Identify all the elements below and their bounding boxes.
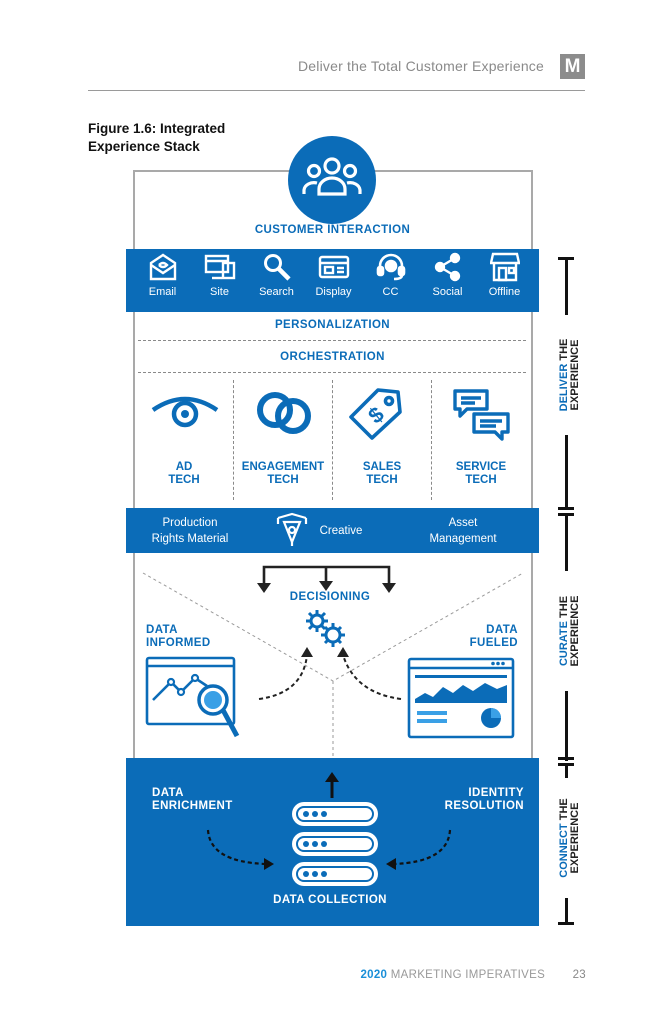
curate-side-label: CURATE THE EXPERIENCE <box>558 571 585 691</box>
divider-dotted-2 <box>138 372 526 373</box>
dashed-arrows-connect <box>206 829 452 870</box>
share-icon <box>434 252 460 282</box>
price-tag-icon: $ <box>349 388 402 440</box>
display-icon <box>318 255 349 279</box>
page-number: 23 <box>572 969 586 981</box>
header-divider <box>88 90 585 91</box>
channel-label: Social <box>432 286 463 298</box>
channel-email: Email <box>134 248 191 298</box>
tech-line2: TECH <box>366 474 398 486</box>
analytics-magnifier-icon <box>145 656 240 738</box>
bracket-tick <box>558 757 574 760</box>
channel-label: CC <box>382 286 399 298</box>
store-icon <box>489 252 520 282</box>
data-fueled-label: DATA FUELED <box>428 624 518 650</box>
asset-management-label: Asset Management <box>408 515 518 547</box>
chain-link-icon <box>257 392 311 434</box>
personalization-label: PERSONALIZATION <box>274 319 391 331</box>
data-collection-label: DATA COLLECTION <box>273 894 387 906</box>
site-icon <box>204 254 235 280</box>
channel-search: Search <box>248 248 305 298</box>
tech-label-sales: SALES TECH <box>333 461 431 487</box>
tech-line1: SALES <box>362 461 402 473</box>
bracket-tick <box>558 922 574 925</box>
database-servers-icon <box>292 802 378 886</box>
data-enrichment-line1: DATA <box>152 787 184 799</box>
data-informed-label: DATA INFORMED <box>146 624 236 650</box>
channel-cc: CC <box>362 248 419 298</box>
customer-circle <box>288 136 376 224</box>
production-line1: Production <box>162 517 218 529</box>
people-icon <box>302 157 362 196</box>
identity-resolution-line2: RESOLUTION <box>444 800 524 812</box>
asset-line2: Management <box>429 533 497 545</box>
tech-line1: ENGAGEMENT <box>241 461 325 473</box>
channel-site: Site <box>191 248 248 298</box>
arrow-up-icon <box>325 772 339 798</box>
tech-divider <box>233 380 234 500</box>
channel-label: Display <box>315 286 352 298</box>
headset-icon <box>376 253 405 281</box>
tech-label-engagement: ENGAGEMENT TECH <box>234 461 332 487</box>
data-informed-line2: INFORMED <box>146 637 211 649</box>
curate-diagram <box>142 565 524 765</box>
channel-label: Email <box>148 286 177 298</box>
asset-line1: Asset <box>448 517 478 529</box>
dashboard-icon <box>407 657 515 739</box>
creative-band <box>126 508 539 553</box>
tech-line2: TECH <box>168 474 200 486</box>
running-header: Deliver the Total Customer Experience <box>297 58 544 74</box>
side-rest2: EXPERIENCE <box>569 802 581 874</box>
production-rights-label: Production Rights Material <box>135 515 245 547</box>
figure-title-line1: Figure 1.6: Integrated <box>88 121 226 136</box>
page-footer: 2020 MARKETING IMPERATIVES 23 <box>300 969 586 981</box>
channel-label: Site <box>210 286 229 298</box>
identity-resolution-line1: IDENTITY <box>468 787 524 799</box>
production-line2: Rights Material <box>151 533 229 545</box>
tech-line1: AD <box>175 461 193 473</box>
creative-label: Creative <box>319 525 363 537</box>
deliver-side-label: DELIVER THE EXPERIENCE <box>558 315 585 435</box>
orchestration-label: ORCHESTRATION <box>280 351 385 363</box>
data-enrichment-line2: ENRICHMENT <box>152 800 233 812</box>
tech-line2: TECH <box>465 474 497 486</box>
gears-icon <box>306 610 345 647</box>
figure-title: Figure 1.6: Integrated Experience Stack <box>88 120 258 156</box>
channels-band <box>126 249 539 312</box>
channel-display: Display <box>305 248 362 298</box>
channel-offline: Offline <box>476 248 533 298</box>
eye-icon <box>151 396 219 428</box>
tech-label-service: SERVICE TECH <box>432 461 530 487</box>
divider-dotted-1 <box>138 340 526 341</box>
creative-pen-icon <box>276 512 308 546</box>
data-fueled-line1: DATA <box>486 624 518 636</box>
channel-label: Search <box>259 286 294 298</box>
data-enrichment-label: DATA ENRICHMENT <box>152 787 262 813</box>
customer-interaction-label: CUSTOMER INTERACTION <box>254 224 411 236</box>
data-fueled-line2: FUELED <box>469 637 518 649</box>
channel-social: Social <box>419 248 476 298</box>
data-informed-line1: DATA <box>146 624 178 636</box>
connect-side-label: CONNECT THE EXPERIENCE <box>558 778 585 898</box>
figure-title-line2: Experience Stack <box>88 139 200 154</box>
tech-line1: SERVICE <box>455 461 507 473</box>
side-rest2: EXPERIENCE <box>569 595 581 667</box>
side-rest2: EXPERIENCE <box>569 339 581 411</box>
tech-line2: TECH <box>267 474 299 486</box>
tech-divider <box>332 380 333 500</box>
brand-logo: M <box>560 54 585 79</box>
tech-divider <box>431 380 432 500</box>
footer-text: MARKETING IMPERATIVES <box>390 969 546 981</box>
email-icon <box>149 253 176 281</box>
decisioning-label: DECISIONING <box>289 591 371 603</box>
bracket-tick <box>558 257 574 260</box>
footer-year: 2020 <box>360 969 388 981</box>
chat-bubbles-icon <box>453 389 510 441</box>
identity-resolution-label: IDENTITY RESOLUTION <box>410 787 524 813</box>
channel-label: Offline <box>488 286 521 298</box>
tech-label-ad: AD TECH <box>135 461 233 487</box>
search-icon <box>263 254 291 281</box>
bracket-tick <box>558 507 574 510</box>
